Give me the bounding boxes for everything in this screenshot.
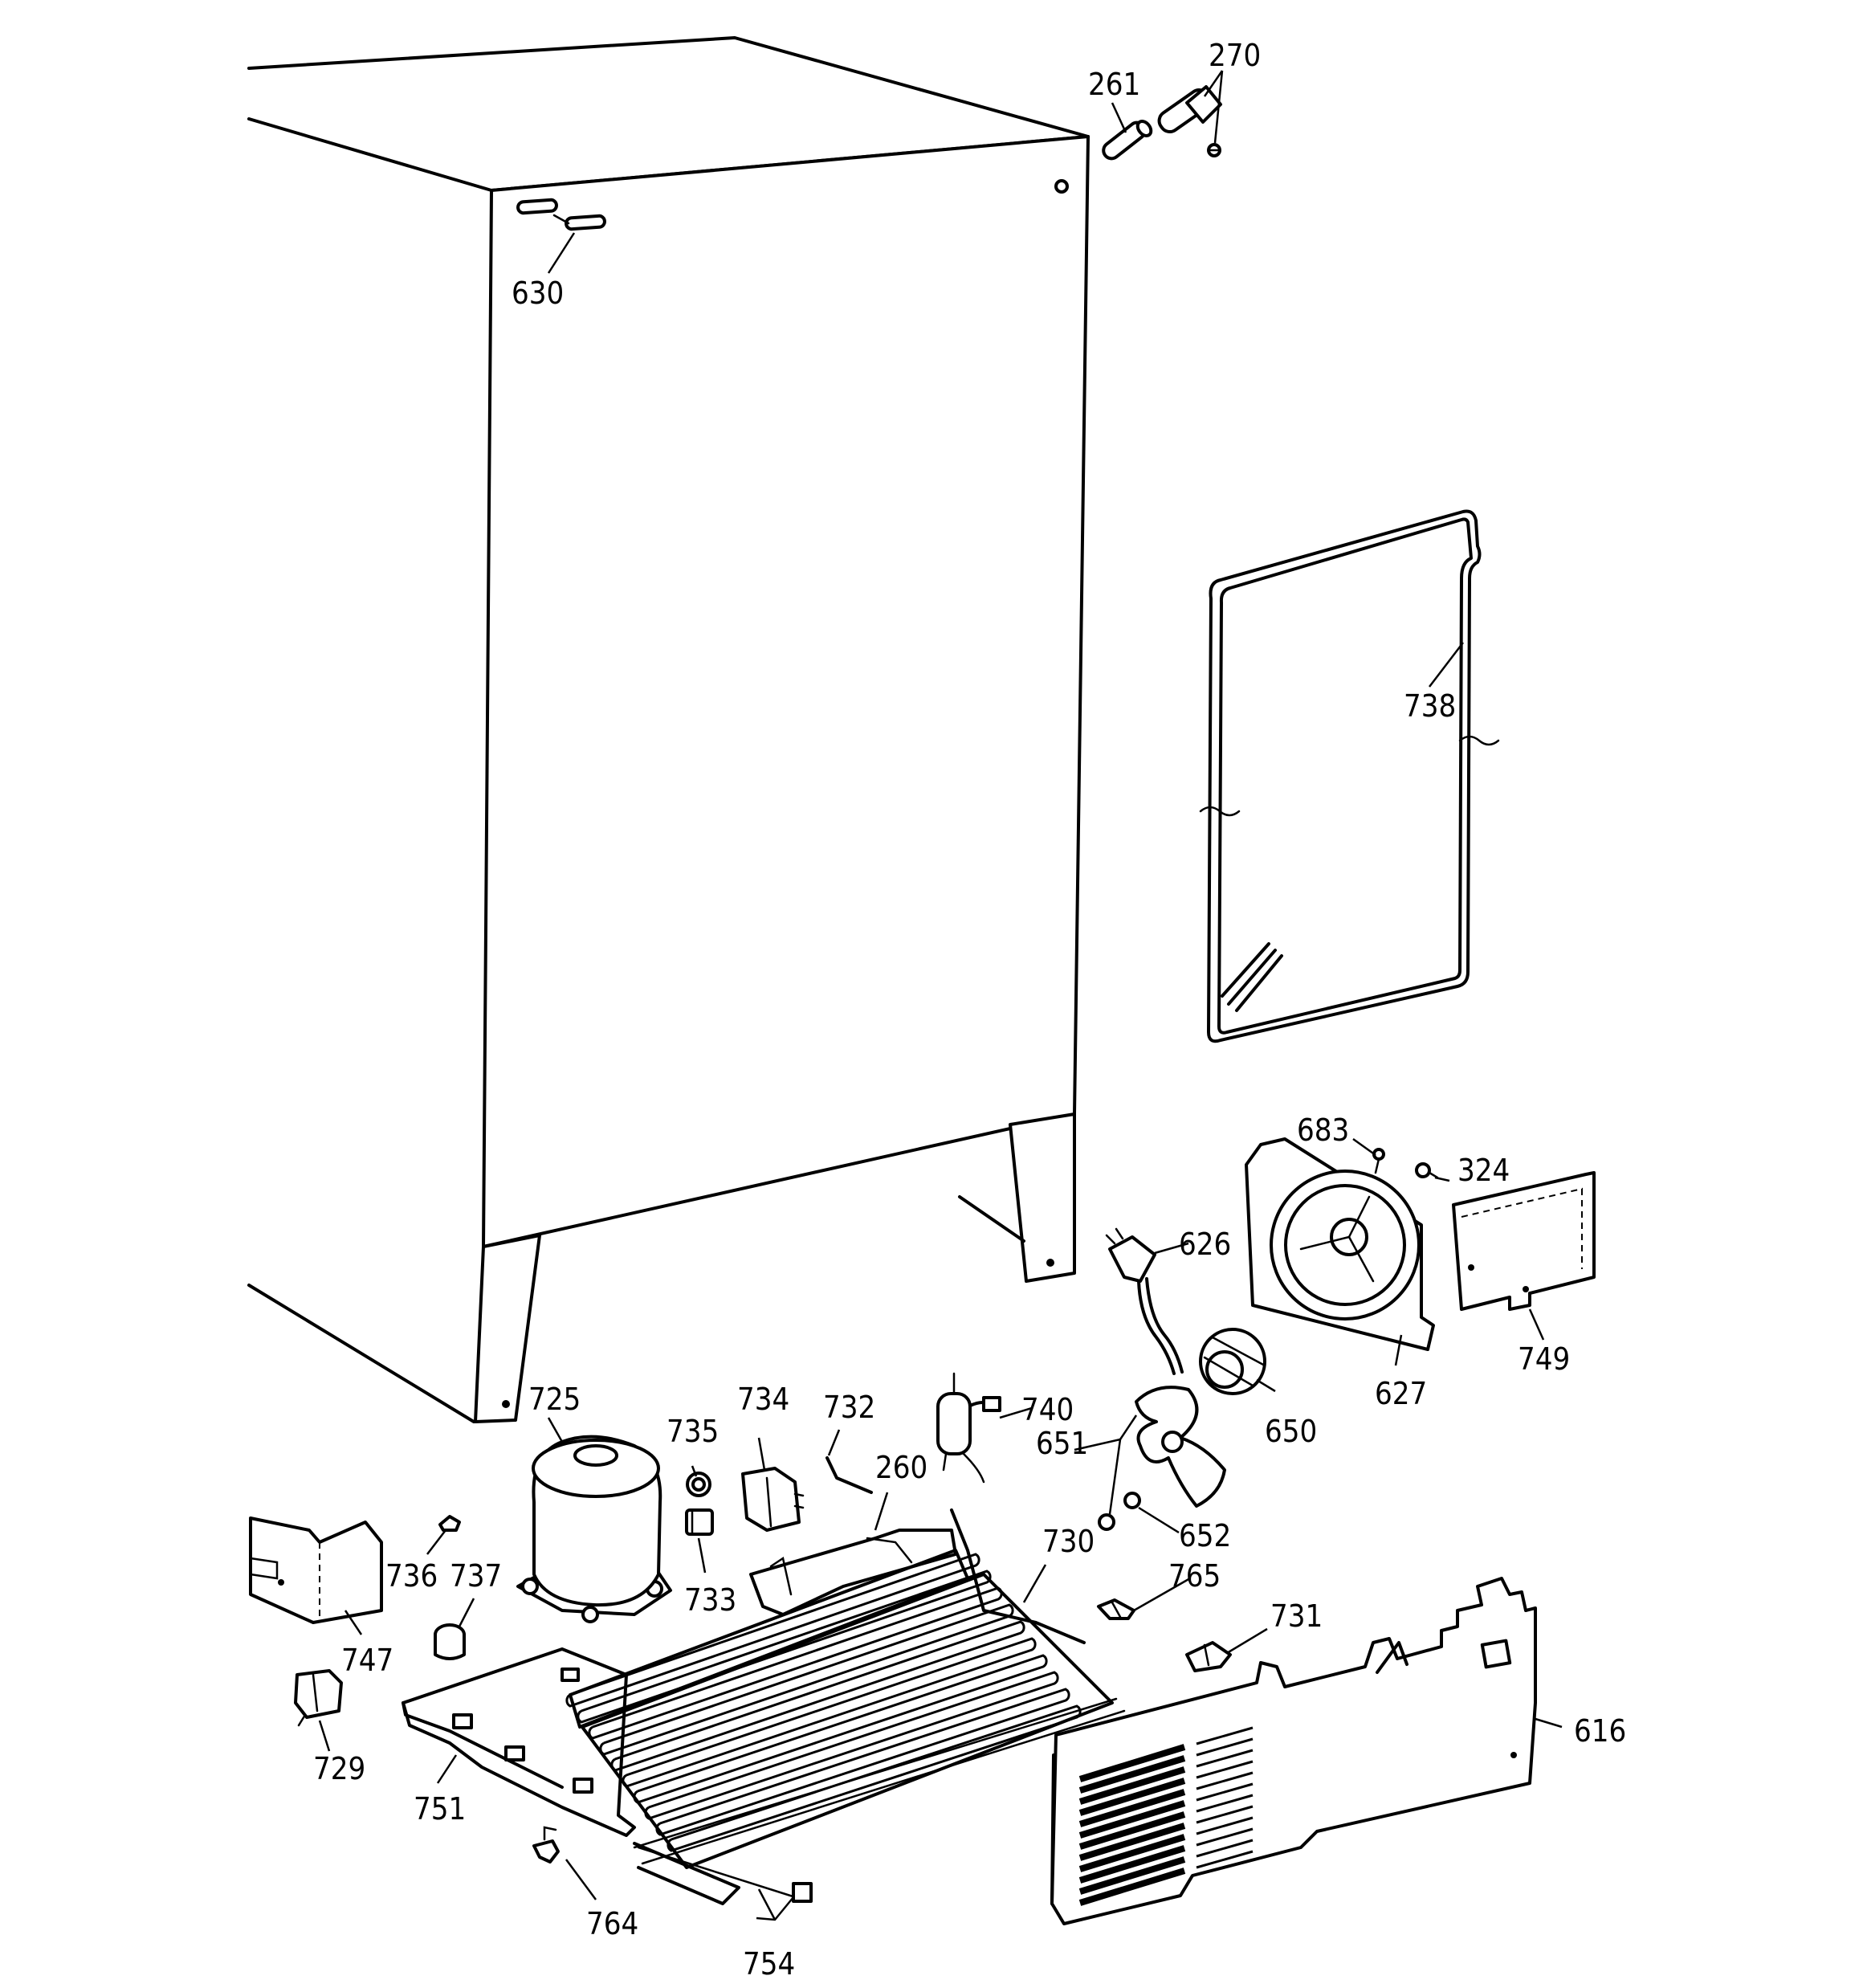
label-627: 627: [1375, 1376, 1427, 1411]
grille-slot: [1078, 1789, 1186, 1827]
label-729: 729: [313, 1751, 365, 1786]
part-labels: 261 270 630 738 683 324 626 627 749 650 …: [313, 38, 1626, 1982]
label-260: 260: [875, 1450, 927, 1485]
clip-732: [826, 1456, 873, 1494]
capacitor-729: [294, 1669, 343, 1727]
label-740: 740: [1021, 1392, 1074, 1427]
leader-lines: [318, 70, 1563, 1921]
grille-slot: [1078, 1778, 1186, 1816]
grille-slot: [1078, 1755, 1186, 1794]
grille-vent-line: [1196, 1782, 1254, 1802]
grommet-737: [434, 1623, 466, 1660]
grille-slot: [1078, 1856, 1186, 1895]
nut-651: [1098, 1513, 1115, 1531]
label-737: 737: [450, 1558, 502, 1594]
label-626: 626: [1179, 1227, 1231, 1262]
base-pan-751: [402, 1647, 805, 1905]
grille-vent-line: [1196, 1850, 1254, 1869]
label-725: 725: [528, 1382, 581, 1417]
label-261: 261: [1088, 67, 1140, 102]
grille-616: [1050, 1577, 1537, 1925]
grille-slot: [1078, 1834, 1186, 1872]
hinge-part: [1157, 85, 1222, 157]
label-270: 270: [1209, 38, 1261, 73]
grille-vent-line: [1196, 1737, 1254, 1757]
coil-row: [622, 1637, 1037, 1788]
grille-vent-line: [1196, 1726, 1254, 1745]
grille-slot: [1078, 1845, 1186, 1884]
screw-324: [1415, 1162, 1439, 1179]
label-324: 324: [1457, 1153, 1510, 1188]
label-765: 765: [1168, 1558, 1221, 1594]
label-754: 754: [743, 1946, 795, 1982]
washer-652: [1123, 1492, 1141, 1509]
label-735: 735: [667, 1414, 719, 1449]
label-731: 731: [1270, 1598, 1323, 1634]
label-730: 730: [1042, 1524, 1095, 1559]
coil-row: [633, 1654, 1048, 1804]
relay-740: [936, 1372, 1001, 1484]
label-736: 736: [385, 1558, 438, 1594]
grille-vent-line: [1196, 1771, 1254, 1790]
label-733: 733: [684, 1582, 736, 1618]
label-751: 751: [414, 1791, 466, 1827]
label-749: 749: [1518, 1341, 1570, 1377]
fan-shroud-part: [1245, 1137, 1435, 1351]
grille-vent-line: [1196, 1816, 1254, 1835]
clip-754: [792, 1882, 813, 1903]
label-683: 683: [1297, 1112, 1349, 1148]
label-616: 616: [1574, 1713, 1626, 1749]
power-cord-part: [1105, 1227, 1184, 1375]
screw-683: [1372, 1148, 1385, 1174]
grommet-735: [686, 1472, 711, 1497]
label-630: 630: [512, 276, 564, 311]
grille-slot: [1078, 1868, 1186, 1906]
grille-slot: [1078, 1811, 1186, 1850]
label-732: 732: [823, 1390, 875, 1425]
grille-vent-line: [1196, 1749, 1254, 1768]
label-651: 651: [1036, 1426, 1088, 1461]
grille-vent-line: [1196, 1794, 1254, 1813]
grille-slot: [1078, 1744, 1186, 1782]
label-747: 747: [341, 1643, 393, 1678]
label-650: 650: [1265, 1414, 1317, 1449]
grille-slot: [1078, 1823, 1186, 1861]
refrigerator-cabinet: [247, 36, 1090, 1423]
start-relay-734: [741, 1467, 805, 1532]
clip-764: [532, 1826, 560, 1863]
fan-blade-part: [1135, 1386, 1226, 1508]
condenser-loop-tube: [1199, 509, 1500, 1043]
label-652: 652: [1179, 1518, 1231, 1553]
label-738: 738: [1404, 688, 1456, 724]
coil-row: [655, 1688, 1070, 1836]
drain-tube-part: [1102, 120, 1153, 161]
clip-765: [1097, 1598, 1135, 1620]
grille-slot: [1078, 1800, 1186, 1839]
grille-vent-line: [1196, 1827, 1254, 1847]
label-764: 764: [586, 1906, 638, 1941]
clip-736: [438, 1515, 461, 1532]
coil-row: [599, 1603, 1014, 1756]
coil-row: [565, 1553, 980, 1708]
fan-motor-part: [1199, 1328, 1266, 1395]
cover-panel-749: [1452, 1171, 1596, 1311]
grille-vent-line: [1196, 1839, 1254, 1858]
grille-vent-line: [1196, 1760, 1254, 1779]
compressor-part: [516, 1435, 672, 1623]
clip-731: [1185, 1641, 1232, 1672]
condenser-coil-730: [565, 1508, 1126, 1869]
grille-slot: [1078, 1766, 1186, 1805]
coil-row: [577, 1570, 992, 1724]
label-734: 734: [737, 1382, 789, 1417]
terminal-cover-747: [249, 1517, 383, 1624]
coil-row: [667, 1704, 1082, 1852]
coil-row: [610, 1620, 1025, 1772]
overload-733: [685, 1508, 714, 1536]
grille-vent-line: [1196, 1805, 1254, 1824]
